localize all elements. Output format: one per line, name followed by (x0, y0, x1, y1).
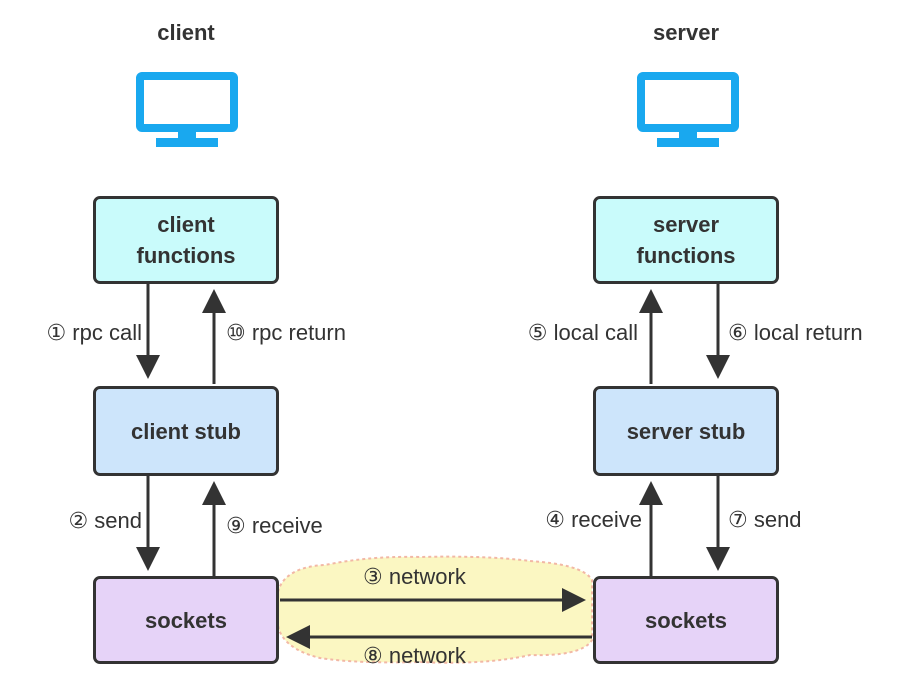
step-5-label: ⑤ local call (527, 320, 638, 345)
step-2-label: ② send (68, 508, 142, 533)
step-6-label: ⑥ local return (728, 320, 863, 345)
step-8-label: ⑧ network (363, 643, 466, 668)
server-stub-box: server stub (593, 386, 779, 476)
client-sockets-box: sockets (93, 576, 279, 664)
step-7-label: ⑦ send (728, 507, 802, 532)
server-monitor-icon (637, 72, 739, 147)
server-title: server (652, 20, 720, 45)
client-monitor-icon (136, 72, 238, 147)
step-4-label: ④ receive (545, 507, 642, 532)
step-3-label: ③ network (363, 564, 466, 589)
client-title: client (157, 20, 215, 45)
step-9-label: ⑨ receive (226, 513, 323, 538)
server-functions-box: server functions (593, 196, 779, 284)
client-stub-box: client stub (93, 386, 279, 476)
step-10-label: ⑩ rpc return (226, 320, 346, 345)
server-sockets-box: sockets (593, 576, 779, 664)
step-1-label: ① rpc call (46, 320, 142, 345)
client-functions-box: client functions (93, 196, 279, 284)
